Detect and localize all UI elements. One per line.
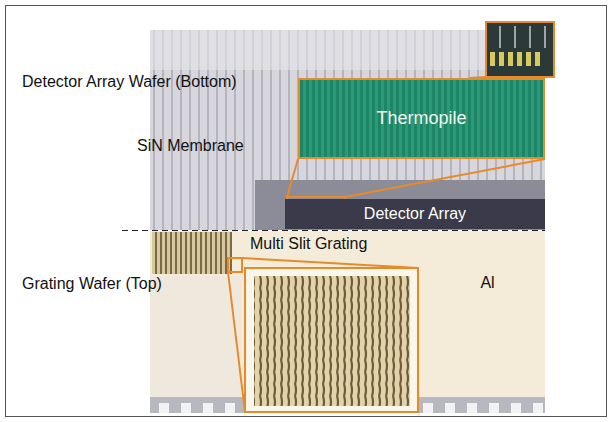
al-region: Al <box>430 232 545 332</box>
grating-zoom <box>245 268 418 412</box>
leader-line <box>242 258 418 268</box>
wafer-label: Detector Array Wafer (Bottom) <box>22 73 237 91</box>
leader-line <box>287 159 298 197</box>
zoom-marker <box>228 258 242 272</box>
inset-zoom <box>486 22 554 77</box>
grating-label: Multi Slit Grating <box>250 235 367 253</box>
membrane-label: SiN Membrane <box>137 137 244 155</box>
wafer-boundary <box>122 230 545 231</box>
node-text: Al <box>480 274 494 292</box>
thermopile-zoom: Thermopile <box>298 78 545 159</box>
wafer-label: Grating Wafer (Top) <box>22 275 162 293</box>
node-text: Thermopile <box>376 108 466 129</box>
node-text: Detector Array <box>364 205 466 223</box>
multi-slit-grating <box>152 232 232 274</box>
detector-array: Detector Array <box>285 199 545 229</box>
leader-line <box>228 272 245 412</box>
leader-line <box>345 159 545 197</box>
